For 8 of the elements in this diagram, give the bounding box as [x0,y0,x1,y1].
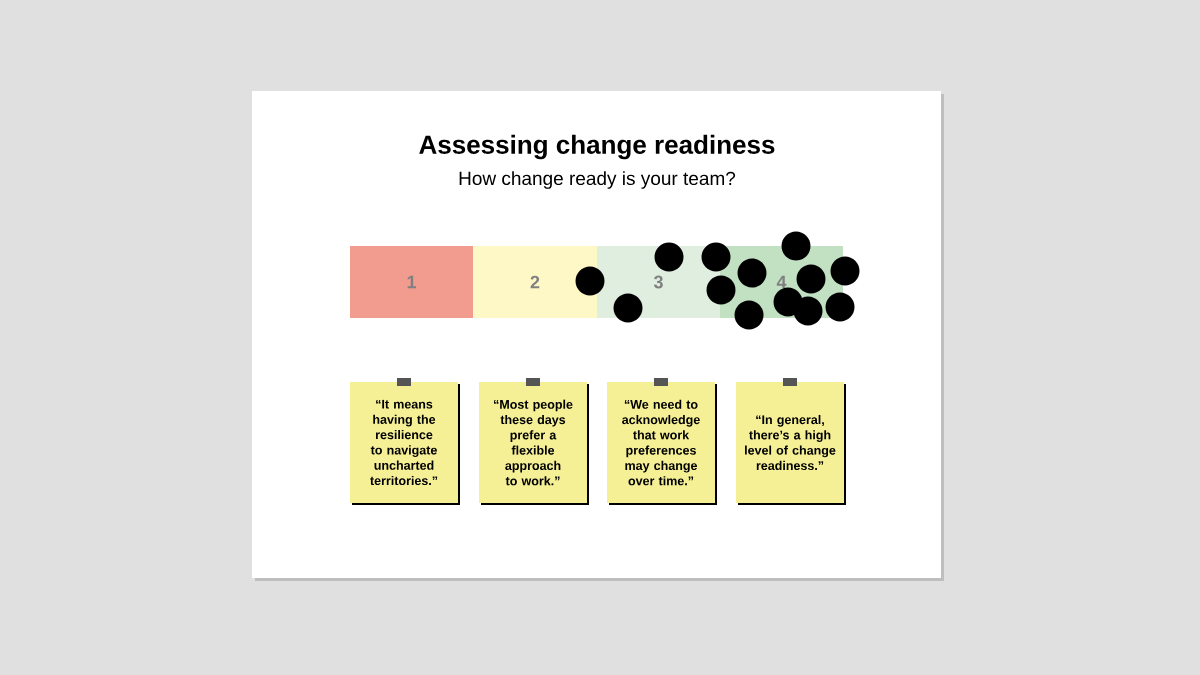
sticky-note: “Most people these days prefer a flexible approach to work.” [479,378,589,505]
scale-segment: 2 [473,246,597,318]
sticky-note: “In general, there’s a high level of change readiness.” [736,378,846,505]
sticky-note: “We need to acknowledge that work preferences may change over time.” [607,378,717,505]
sticky-note: “It means having the resilience to navigate uncharted territories.” [350,378,460,505]
subtitle: How change ready is your team? [459,171,736,189]
scale-segment: 1 [350,246,473,318]
title: Assessing change readiness [419,134,775,160]
